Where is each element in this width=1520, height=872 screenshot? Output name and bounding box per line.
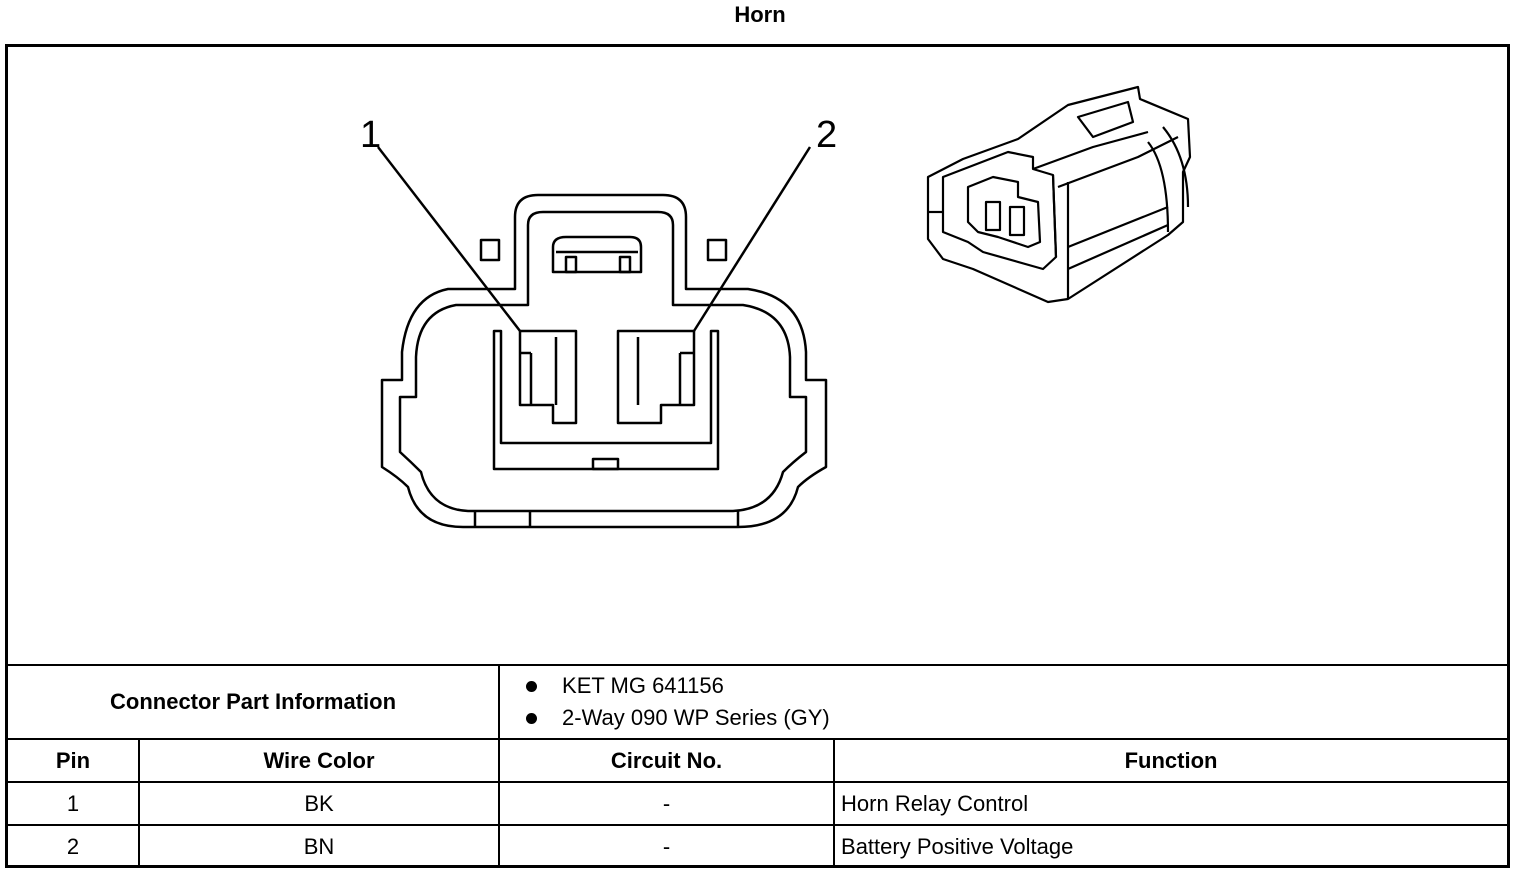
pin-label-1: 1 — [360, 114, 381, 156]
cavity-frame — [492, 329, 720, 471]
right-tab — [706, 238, 728, 262]
left-tab — [479, 238, 501, 262]
connector-diagram: 1 2 — [8, 47, 1507, 664]
header-circuit-no: Circuit No. — [498, 738, 836, 783]
connector-frame: 1 2 — [5, 44, 1510, 868]
header-function: Function — [833, 738, 1508, 783]
table-row: 2 BN - Battery Positive Voltage — [8, 824, 1508, 867]
pin-2-leader — [692, 146, 812, 332]
connector-isometric-view — [926, 85, 1192, 304]
connector-part-info-row: Connector Part Information KET MG 641156… — [8, 664, 1508, 740]
cell-pin: 2 — [8, 824, 140, 867]
table-header-row: Pin Wire Color Circuit No. Function — [8, 738, 1508, 783]
pin-1-leader — [377, 146, 521, 332]
connector-face-view: 1 2 — [360, 85, 1192, 529]
cell-wire-color: BK — [137, 781, 501, 826]
lock-window — [551, 235, 643, 274]
connector-info-table: Connector Part Information KET MG 641156… — [8, 664, 1508, 867]
connector-part-info-label: Connector Part Information — [8, 664, 501, 740]
pin-label-2: 2 — [816, 114, 837, 156]
header-wire-color: Wire Color — [137, 738, 501, 783]
table-row: 1 BK - Horn Relay Control — [8, 781, 1508, 826]
cell-pin: 1 — [8, 781, 140, 826]
cell-circuit-no: - — [498, 824, 836, 867]
part-info-item: KET MG 641156 — [522, 670, 1501, 702]
connector-part-info-list-cell: KET MG 641156 2-Way 090 WP Series (GY) — [498, 664, 1508, 740]
terminal-2 — [616, 329, 696, 425]
part-info-item: 2-Way 090 WP Series (GY) — [522, 702, 1501, 734]
cell-circuit-no: - — [498, 781, 836, 826]
connector-outer-body — [380, 193, 828, 529]
page-title: Horn — [734, 2, 786, 27]
terminal-1 — [518, 329, 578, 425]
connector-inner-outline — [398, 210, 808, 513]
connector-part-info-list: KET MG 641156 2-Way 090 WP Series (GY) — [506, 670, 1501, 734]
cell-function: Horn Relay Control — [833, 781, 1508, 826]
cell-wire-color: BN — [137, 824, 501, 867]
cell-function: Battery Positive Voltage — [833, 824, 1508, 867]
header-pin: Pin — [8, 738, 140, 783]
